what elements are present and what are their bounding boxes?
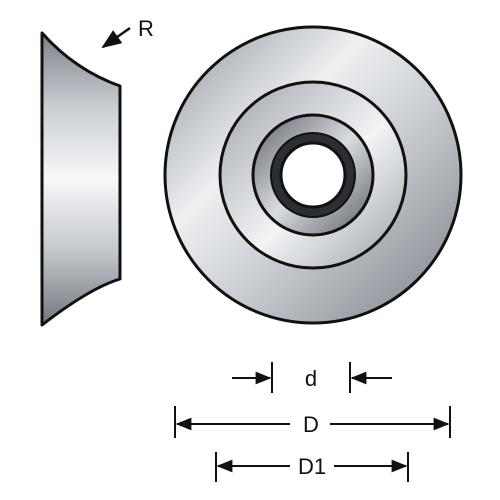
step-diameter-label: D1: [298, 454, 326, 479]
radius-callout: R: [101, 16, 154, 49]
radius-label: R: [138, 16, 154, 41]
bore-label: d: [305, 366, 317, 391]
outer-diameter-dimension: D: [174, 406, 451, 438]
outer-diameter-label: D: [303, 412, 319, 437]
radius-arrow: [101, 26, 131, 49]
bore-dimension: d: [232, 362, 392, 393]
side-profile-body: [40, 31, 122, 327]
side-profile-view: [40, 31, 122, 327]
front-face-view: [163, 25, 463, 325]
bore-hole: [279, 141, 347, 209]
step-diameter-dimension: D1: [215, 452, 409, 482]
